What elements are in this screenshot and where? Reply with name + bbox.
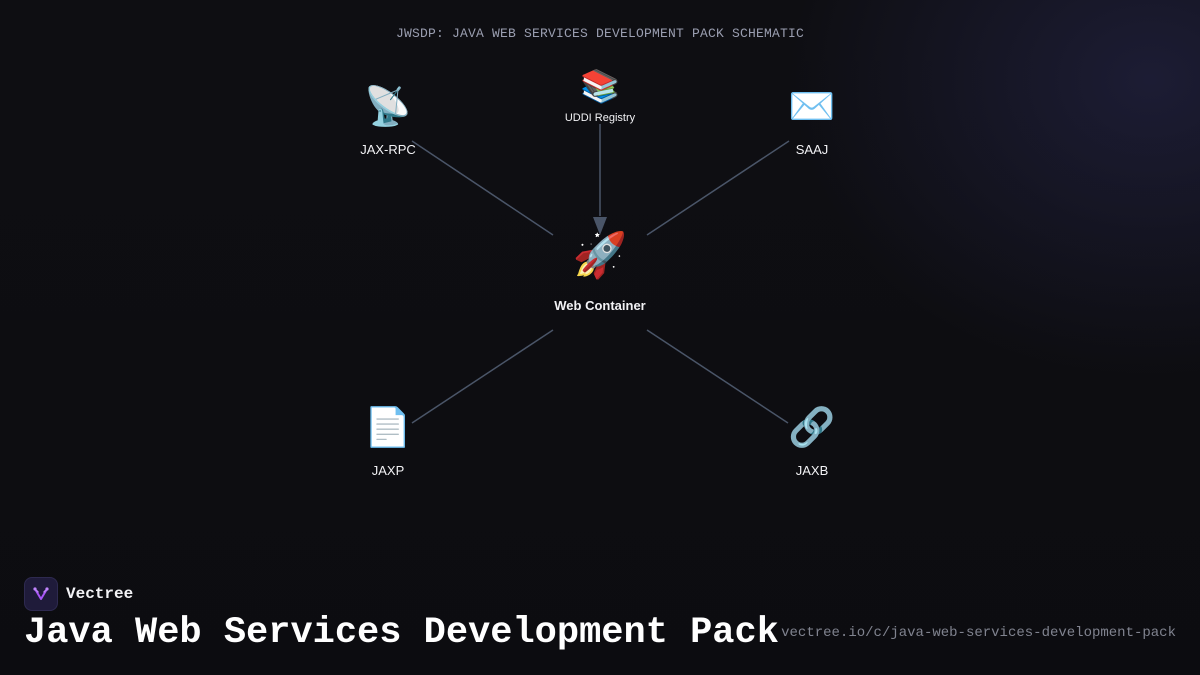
- vectree-logo-icon: [24, 577, 58, 611]
- envelope-icon: ✉️: [788, 86, 836, 128]
- node-saaj[interactable]: ✉️ SAAJ: [788, 88, 835, 157]
- node-web-container[interactable]: 🚀 Web Container: [554, 231, 646, 314]
- rocket-icon: 🚀: [572, 231, 628, 280]
- node-label-saaj: SAAJ: [795, 142, 829, 157]
- node-label-jax-rpc: JAX-RPC: [360, 142, 416, 157]
- node-uddi-registry[interactable]: 📚 UDDI Registry: [565, 70, 635, 124]
- node-label-web-container: Web Container: [554, 298, 646, 313]
- node-label-jaxb: JAXB: [795, 463, 829, 478]
- node-jax-rpc[interactable]: 📡 JAX-RPC: [360, 88, 416, 157]
- brand[interactable]: Vectree: [24, 577, 133, 611]
- node-jaxp[interactable]: 📄 JAXP: [364, 409, 411, 478]
- brand-name: Vectree: [66, 585, 134, 603]
- edge-web-container-jaxb: [646, 329, 789, 424]
- edge-web-container-jaxp: [411, 329, 554, 424]
- node-jaxb[interactable]: 🔗 JAXB: [788, 409, 835, 478]
- document-icon: 📄: [364, 407, 412, 449]
- link-icon: 🔗: [788, 407, 836, 449]
- edge-jax-rpc-web-container: [411, 140, 554, 236]
- books-icon: 📚: [580, 68, 620, 104]
- node-label-uddi-registry: UDDI Registry: [564, 112, 636, 124]
- edge-saaj-web-container: [646, 140, 790, 236]
- vectree-logo-mark: [33, 587, 49, 600]
- schematic-title: JWSDP: JAVA WEB SERVICES DEVELOPMENT PAC…: [395, 26, 805, 41]
- source-url-link[interactable]: vectree.io/c/java-web-services-developme…: [781, 625, 1176, 641]
- satellite-antenna-icon: 📡: [364, 86, 412, 128]
- node-label-jaxp: JAXP: [371, 463, 405, 478]
- page-title: Java Web Services Development Pack: [24, 612, 779, 654]
- edge-arrowhead: [593, 217, 607, 235]
